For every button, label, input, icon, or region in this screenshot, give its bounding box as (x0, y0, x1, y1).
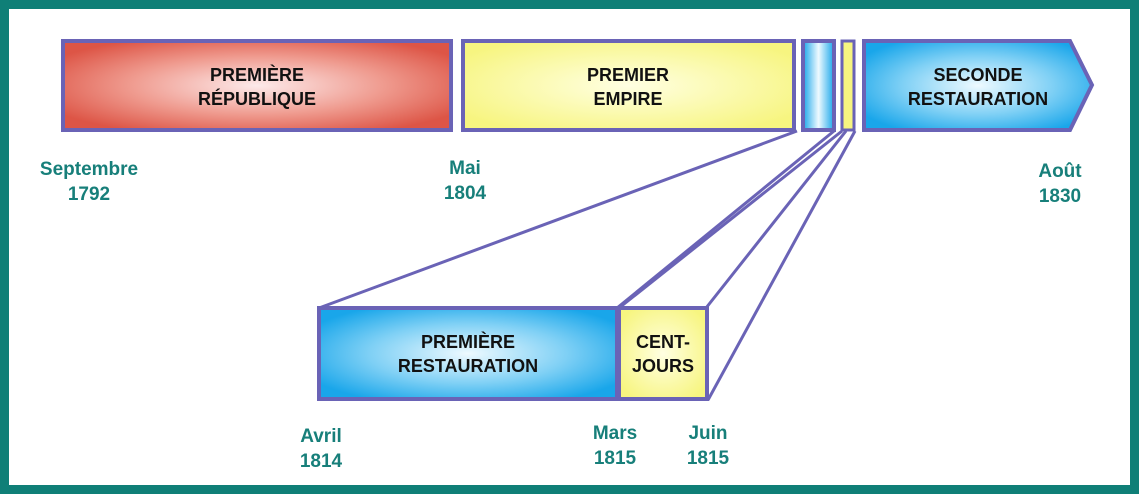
cent-jours-mini-bar (840, 39, 856, 132)
date-month: Avril (300, 426, 342, 447)
seconde-restauration-label-line1: SECONDE (933, 65, 1022, 85)
connector-mars-1815-a (616, 129, 835, 310)
connector-juin-1815-b (706, 130, 857, 401)
date-month: Juin (688, 423, 728, 444)
premiere-republique-label-line2: RÉPUBLIQUE (198, 88, 316, 109)
date-month: Septembre (39, 159, 139, 180)
date-month: Mai (449, 158, 481, 179)
connector-avril-1814 (318, 129, 798, 310)
connector-mars-1815-b (618, 129, 843, 310)
date-year: 1804 (443, 183, 487, 204)
date-year: 1815 (686, 448, 730, 469)
date-avril-1814: Avril 1814 (281, 424, 361, 474)
premiere-republique-bar (61, 39, 453, 132)
premiere-restauration-mini-bar (801, 39, 836, 132)
connector-juin-1815-a (704, 130, 848, 309)
premier-empire-label-line1: PREMIER (587, 65, 669, 85)
premier-empire-label-line2: EMPIRE (593, 89, 662, 109)
premiere-restauration-label-line1: PREMIÈRE (421, 331, 515, 352)
date-year: 1815 (593, 448, 637, 469)
date-juin-1815: Juin 1815 (668, 421, 748, 471)
seconde-restauration-label-line2: RESTAURATION (908, 89, 1048, 109)
premiere-restauration-bar (317, 306, 619, 401)
period-premiere-republique: PREMIÈRE RÉPUBLIQUE (61, 39, 453, 132)
cent-jours-label-line1: CENT- (636, 332, 690, 352)
date-septembre-1792: Septembre 1792 (30, 157, 148, 207)
date-year: 1830 (1038, 186, 1082, 207)
period-cent-jours: CENT- JOURS (617, 306, 709, 401)
zoom-connectors (318, 129, 857, 401)
date-year: 1792 (67, 184, 111, 205)
cent-jours-label-line2: JOURS (632, 356, 694, 376)
period-seconde-restauration: SECONDE RESTAURATION (862, 39, 1095, 132)
period-premier-empire: PREMIER EMPIRE (461, 39, 796, 132)
premiere-republique-label-line1: PREMIÈRE (210, 64, 304, 85)
date-mars-1815: Mars 1815 (575, 421, 655, 471)
date-month: Août (1038, 161, 1082, 182)
date-year: 1814 (299, 451, 343, 472)
date-month: Mars (592, 423, 638, 444)
premiere-restauration-label-line2: RESTAURATION (398, 356, 538, 376)
cent-jours-bar (617, 306, 709, 401)
date-aout-1830: Août 1830 (1020, 159, 1100, 209)
period-premiere-restauration: PREMIÈRE RESTAURATION (317, 306, 619, 401)
seconde-restauration-arrow (862, 39, 1095, 132)
date-mai-1804: Mai 1804 (425, 156, 505, 206)
premier-empire-bar (461, 39, 796, 132)
